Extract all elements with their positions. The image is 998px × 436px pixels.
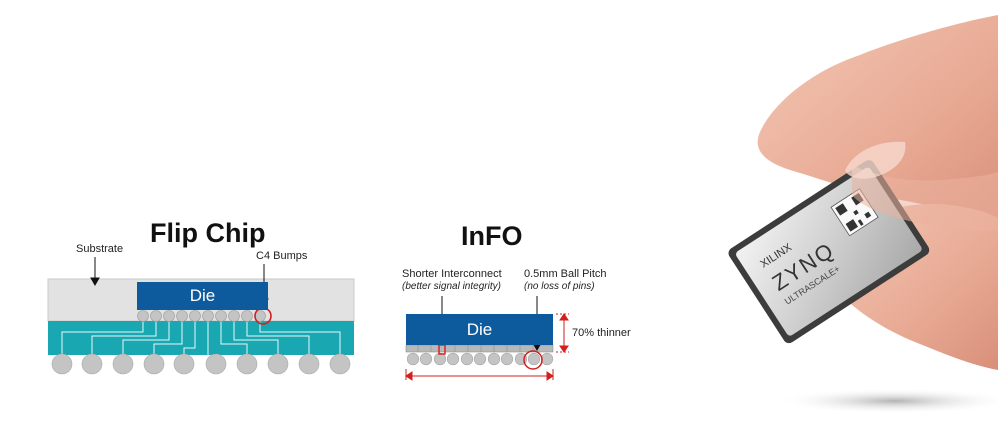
width-dimension xyxy=(405,369,554,381)
flip-chip-title: Flip Chip xyxy=(150,218,266,248)
flip-chip-die: Die xyxy=(137,282,268,310)
shorter-interconnect-note: (better signal integrity) xyxy=(402,281,501,292)
info-title: InFO xyxy=(461,221,523,251)
hand-holding-chip: XILINX ZYNQ ULTRASCALE+ xyxy=(640,0,998,436)
ball-pitch-label: 0.5mm Ball Pitch xyxy=(524,268,607,280)
flip-chip-routing xyxy=(61,322,341,356)
info-die: Die xyxy=(406,314,553,345)
info-rdl-segments xyxy=(417,345,534,352)
ball-pitch-highlight xyxy=(523,350,543,370)
hand-chip-svg: XILINX ZYNQ ULTRASCALE+ xyxy=(728,15,998,414)
info-solder-balls xyxy=(406,352,554,366)
thumb-tip xyxy=(852,165,998,231)
fingernail xyxy=(845,141,906,179)
thinner-label: 70% thinner xyxy=(572,327,631,339)
ball-pitch-note: (no loss of pins) xyxy=(524,281,595,292)
shorter-interconnect-label: Shorter Interconnect xyxy=(402,268,502,280)
flip-chip-package-substrate xyxy=(48,321,354,355)
info-rdl xyxy=(405,344,554,353)
thumb xyxy=(757,15,998,225)
chip-shadow xyxy=(775,388,998,414)
flip-chip-solder-balls xyxy=(51,353,351,375)
substrate-label: Substrate xyxy=(76,243,124,255)
flip-chip-c4-bumps xyxy=(137,310,266,322)
c4-bumps-label: C4 Bumps xyxy=(256,250,308,262)
thickness-dimension xyxy=(556,313,569,353)
